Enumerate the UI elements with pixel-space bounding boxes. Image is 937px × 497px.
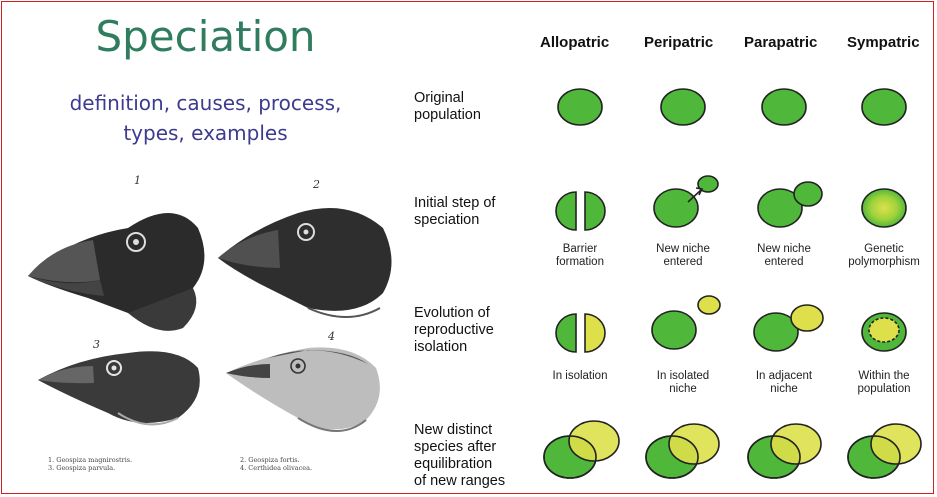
allopatric-new-species [544, 421, 619, 478]
peripatric-new-niche [654, 176, 718, 227]
label-genetic-polymorphism: Genetic polymorphism [834, 243, 934, 269]
allopatric-in-isolation [556, 314, 605, 352]
parapatric-original-population [762, 89, 806, 125]
label-in-adjacent-niche: In adjacent niche [734, 370, 834, 396]
label-peripatric-new-niche: New niche entered [633, 243, 733, 269]
parapatric-new-species [748, 424, 821, 478]
sympatric-original-population [862, 89, 906, 125]
peripatric-isolated-niche [652, 296, 720, 349]
sympatric-new-species [848, 424, 921, 478]
label-in-isolation: In isolation [530, 370, 630, 383]
allopatric-original-population [558, 89, 602, 125]
label-parapatric-new-niche: New niche entered [734, 243, 834, 269]
label-in-isolated-niche: In isolated niche [633, 370, 733, 396]
label-within-population: Within the population [834, 370, 934, 396]
parapatric-new-niche [758, 182, 822, 227]
parapatric-adjacent-niche [754, 305, 823, 351]
sympatric-within-population [862, 313, 906, 351]
allopatric-barrier-formation [556, 192, 605, 230]
peripatric-new-species [646, 424, 719, 478]
label-barrier-formation: Barrier formation [530, 243, 630, 269]
sympatric-genetic-polymorphism [862, 189, 906, 227]
peripatric-original-population [661, 89, 705, 125]
